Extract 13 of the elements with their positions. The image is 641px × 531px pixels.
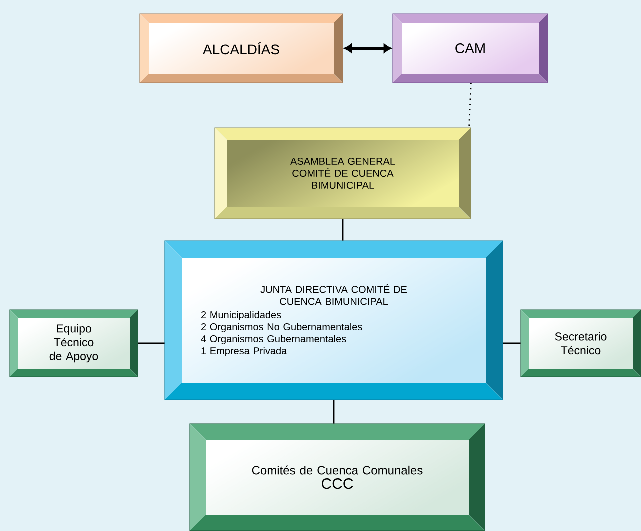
board-box: JUNTA DIRECTIVA COMITÉ DE CUENCA BIMUNICIPAL 2 Municipalidades 2 Organismos No Gubernamentales 4 Organismos Gubernamentales 1 Empresa Privada: [164, 240, 504, 400]
org-box: CAM: [392, 14, 548, 84]
support-box: Secretario Técnico: [520, 310, 641, 378]
assembly-box: ASAMBLEA GENERAL COMITÉ DE CUENCA BIMUNICIPAL: [214, 128, 472, 220]
connector-line: [138, 342, 165, 344]
org-box: ALCALDÍAS: [140, 14, 344, 84]
connector-line: [503, 342, 521, 344]
support-box: Equipo Técnico de Apoyo: [10, 310, 138, 378]
committee-box: Comités de Cuenca Comunales CCC: [190, 424, 486, 531]
dotted-connector: [468, 83, 472, 129]
connector-line: [342, 219, 344, 241]
connector-line: [333, 400, 335, 424]
double-arrow: [344, 44, 392, 53]
